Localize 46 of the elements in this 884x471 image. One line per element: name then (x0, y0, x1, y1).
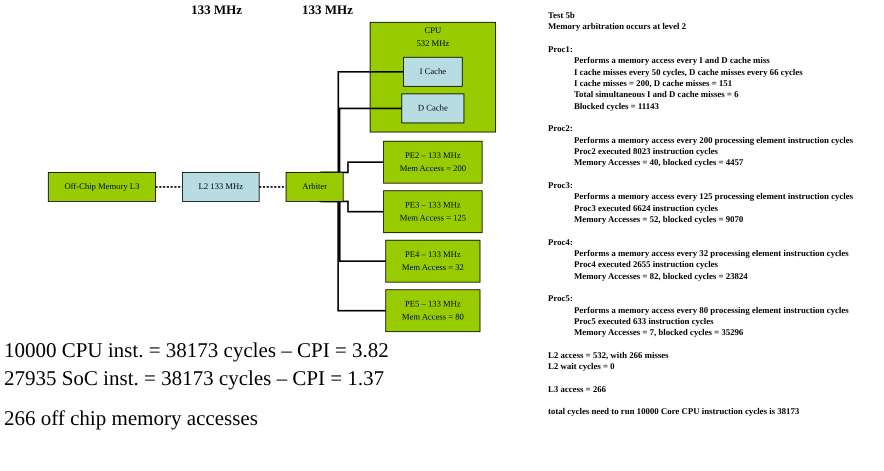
node-box: D Cache (401, 93, 464, 124)
summary-text: 27935 SoC inst. = 38173 cycles – CPI = 1.37 (4, 365, 386, 392)
note-text: Proc2 executed 8023 instruction cycles (573, 146, 719, 158)
note-text: Memory Accesses = 7, blocked cycles = 35296 (573, 327, 744, 339)
note-text: L2 access = 532, with 266 misses (548, 350, 670, 362)
note-text: Memory Accesses = 82, blocked cycles = 23824 (573, 270, 749, 282)
note-text: Test 5b (548, 10, 576, 22)
note-text: Memory Accesses = 52, blocked cycles = 9070 (573, 214, 744, 226)
summary-text: 10000 CPU inst. = 38173 cycles – CPI = 3.82 (4, 337, 390, 364)
note-text: Memory arbitration occurs at level 2 (548, 21, 688, 33)
node-box: L2 133 MHz (182, 172, 260, 202)
node-box: Off-Chip Memory L3 (48, 172, 156, 202)
note-text: Proc4: (548, 236, 574, 248)
note-text: Performs a memory access every 80 processing element instruction cycles (573, 304, 850, 316)
node-box: PE2 – 133 MHz Mem Access = 200 (383, 140, 483, 184)
connector (320, 200, 386, 312)
note-text: L3 access = 266 (548, 384, 608, 395)
node-box: Arbiter (286, 172, 344, 202)
note-text: L2 wait cycles = 0 (548, 361, 616, 373)
note-text: Proc5: (548, 293, 574, 305)
note-text: Proc1: (548, 44, 574, 56)
note-text: Memory Accesses = 40, blocked cycles = 4457 (573, 157, 744, 169)
note-text: Blocked cycles = 11143 (573, 100, 660, 112)
note-text: Proc2: (548, 123, 574, 135)
node-box: PE5 – 133 MHz Mem Access = 80 (385, 289, 480, 332)
note-text: Proc3 executed 6624 instruction cycles (573, 202, 719, 214)
note-text: I cache misses = 200, D cache misses = 151 (573, 78, 734, 90)
clock-label: 133 MHz (191, 2, 242, 18)
clock-label: 133 MHz (302, 2, 353, 18)
node-box: PE4 – 133 MHz Mem Access = 32 (385, 240, 480, 283)
note-text: I cache misses every 50 cycles, D cache misses every 66 cycles (573, 66, 804, 78)
node-box: PE3 – 133 MHz Mem Access = 125 (383, 190, 483, 234)
connector (259, 186, 286, 188)
node-box: I Cache (403, 56, 463, 87)
note-text: Proc3: (548, 180, 574, 192)
note-text: total cycles need to run 10000 Core CPU instruction cycles is 38173 (548, 406, 800, 418)
note-text: Performs a memory access every I and D cache miss (573, 55, 771, 67)
note-text: Performs a memory access every 32 processing element instruction cycles (573, 248, 850, 260)
note-text: Performs a memory access every 125 processing element instruction cycles (573, 191, 854, 203)
note-text: Total simultaneous I and D cache misses = 6 (573, 89, 740, 101)
note-text: Proc4 executed 2655 instruction cycles (573, 259, 719, 271)
summary-text: 266 off chip memory accesses (4, 405, 259, 432)
note-text: Performs a memory access every 200 processing element instruction cycles (573, 134, 854, 146)
connector (156, 186, 182, 188)
connector (339, 200, 384, 212)
note-text: Proc5 executed 633 instruction cycles (573, 316, 715, 328)
